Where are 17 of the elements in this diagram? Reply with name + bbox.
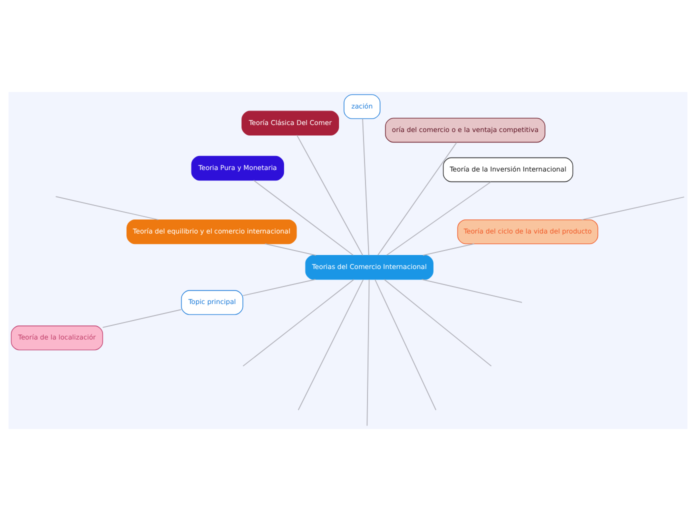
connector <box>264 242 316 256</box>
connector <box>384 278 492 366</box>
connector <box>422 242 475 256</box>
connector <box>253 179 354 256</box>
connector <box>362 118 370 256</box>
connector <box>366 278 370 426</box>
connector <box>102 308 182 328</box>
connector <box>386 180 492 256</box>
connector <box>298 278 364 410</box>
connector <box>242 278 354 366</box>
connector <box>296 134 364 256</box>
connector <box>374 278 436 410</box>
connector <box>55 196 159 220</box>
connector <box>421 278 522 302</box>
connector <box>242 278 316 296</box>
connector <box>377 141 458 256</box>
connector <box>581 196 685 220</box>
